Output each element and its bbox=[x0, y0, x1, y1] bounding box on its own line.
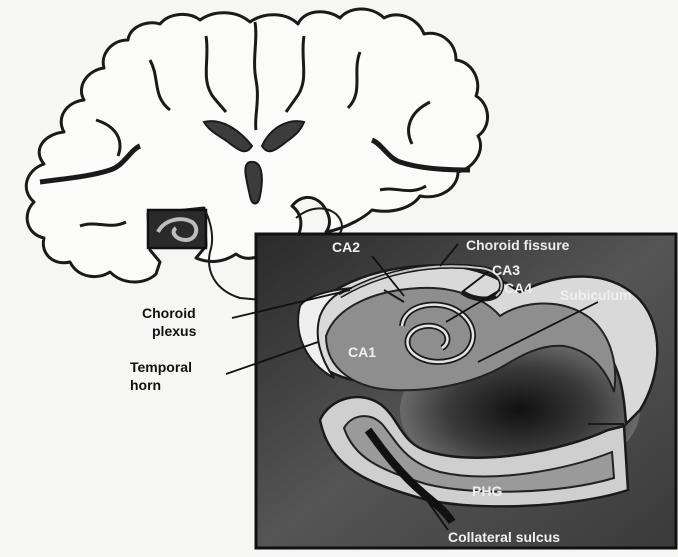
label-temporal-horn-1: Temporal bbox=[130, 359, 192, 375]
label-temporal-horn-2: horn bbox=[130, 377, 161, 393]
label-choroid-plexus-2: plexus bbox=[152, 323, 197, 339]
label-ca1: CA1 bbox=[348, 344, 376, 360]
label-subiculum: Subiculum bbox=[560, 287, 632, 303]
label-ca4: CA4 bbox=[504, 280, 532, 296]
hippocampus-inset bbox=[256, 234, 676, 548]
label-collateral-sulcus: Collateral sulcus bbox=[448, 529, 560, 545]
label-ca3: CA3 bbox=[492, 262, 520, 278]
label-choroid-fissure: Choroid fissure bbox=[466, 237, 570, 253]
label-phg: PHG bbox=[472, 483, 502, 499]
label-ca2: CA2 bbox=[332, 239, 360, 255]
hippocampus-locator-box bbox=[148, 210, 206, 248]
label-choroid-plexus-1: Choroid bbox=[142, 305, 196, 321]
